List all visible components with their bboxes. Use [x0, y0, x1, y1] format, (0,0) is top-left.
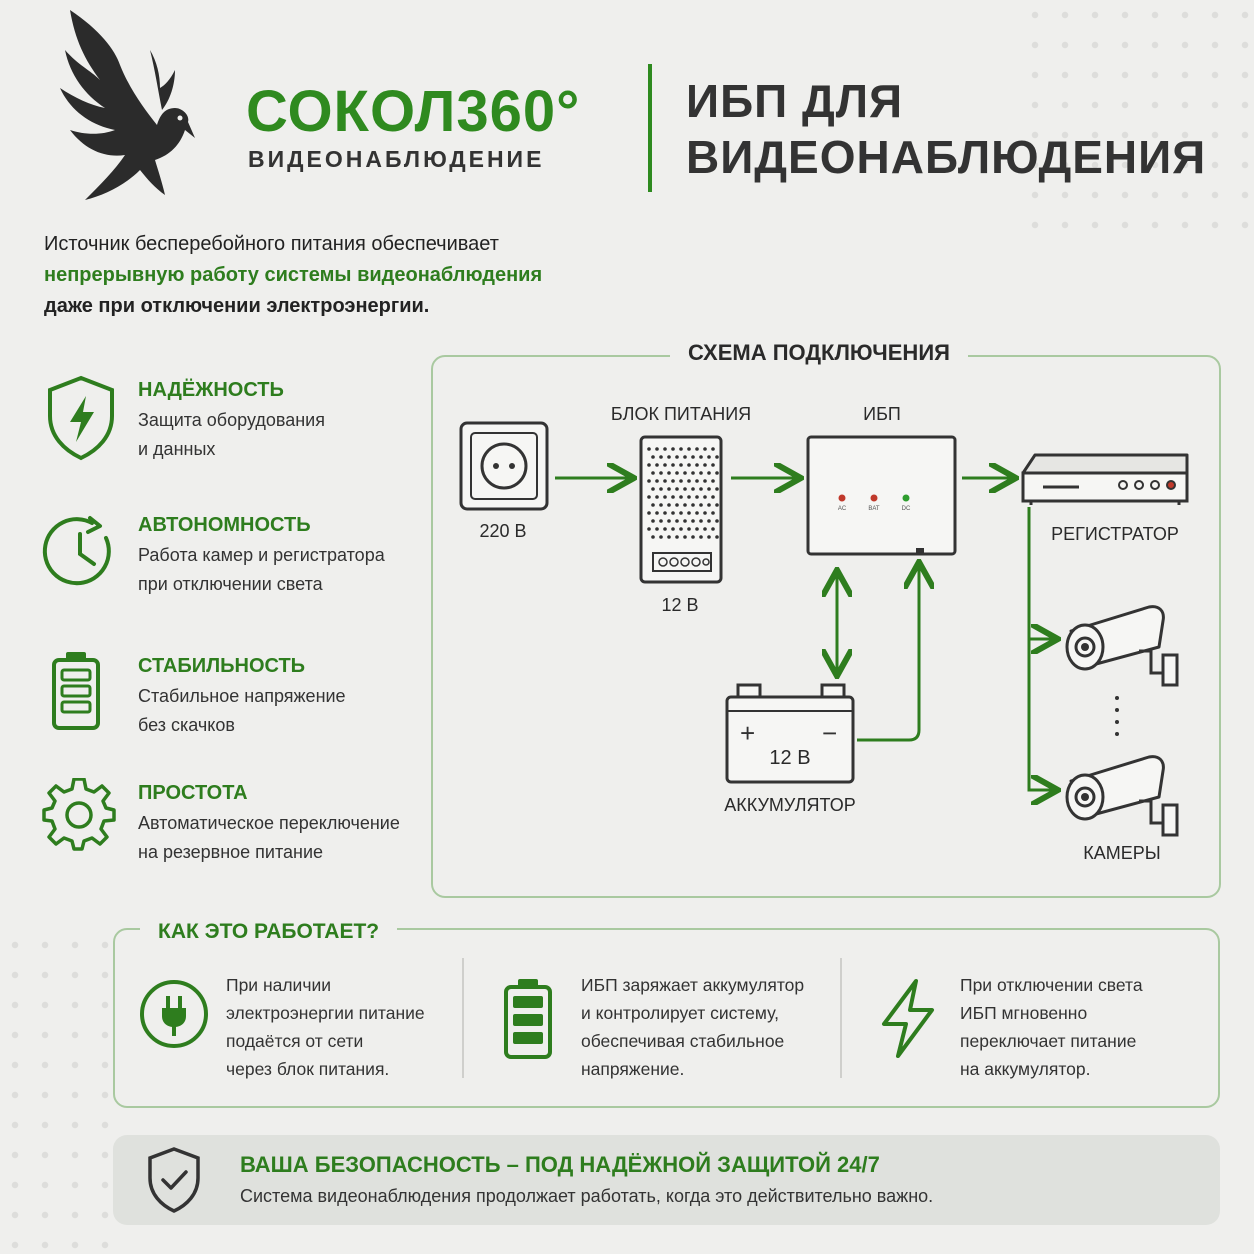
connection-arrows — [555, 478, 1055, 790]
feature-text: на резервное питание — [138, 842, 324, 862]
feature-title: НАДЁЖНОСТЬ — [138, 379, 284, 401]
step-divider — [462, 958, 464, 1078]
step-text: обеспечивая стабильное — [581, 1031, 785, 1051]
recorder-label: РЕГИСТРАТОР — [1051, 524, 1179, 544]
page-title-line-1: ИБП ДЛЯ — [686, 75, 904, 127]
led-label: AC — [838, 506, 847, 512]
how-it-works-title: КАК ЭТО РАБОТАЕТ? — [140, 920, 398, 944]
ups-title: ИБП — [863, 404, 901, 424]
feature-text: Защита оборудования — [138, 410, 325, 430]
step-text: переключает питание — [960, 1031, 1137, 1051]
step-text: ИБП мгновенно — [960, 1003, 1088, 1023]
psu-title: БЛОК ПИТАНИЯ — [610, 404, 752, 424]
socket-icon — [459, 421, 549, 511]
feature-title: СТАБИЛЬНОСТЬ — [138, 655, 306, 677]
step-text: и контролирует систему, — [581, 1003, 780, 1023]
eagle-icon — [60, 10, 195, 200]
clock-icon — [42, 516, 111, 586]
feature-text: Стабильное напряжение — [138, 686, 346, 706]
battery-12v-icon — [725, 683, 855, 784]
recorder-icon — [1021, 453, 1189, 505]
brand-subtitle: ВИДЕОНАБЛЮДЕНИЕ — [248, 146, 545, 172]
led-label: BAT — [868, 506, 880, 512]
feature-text: Автоматическое переключение — [138, 813, 400, 833]
ellipsis-dots — [1115, 696, 1119, 736]
battery-charge-icon — [504, 979, 552, 1059]
intro-line-2: непрерывную работу системы видеонаблюден… — [44, 264, 543, 286]
decor-dots-bottom-left — [0, 930, 110, 1254]
step-text: через блок питания. — [226, 1059, 390, 1079]
step-divider — [840, 958, 842, 1078]
psu-voltage-label: 12 В — [661, 595, 699, 615]
how-it-works-panel — [113, 928, 1220, 1108]
power-supply-icon — [639, 435, 723, 584]
feature-text: Работа камер и регистратора — [138, 545, 385, 565]
plug-icon — [140, 980, 208, 1048]
step-text: электроэнергии питание — [226, 1003, 425, 1023]
step-text: подаётся от сети — [226, 1031, 364, 1051]
cameras-label: КАМЕРЫ — [1083, 843, 1161, 863]
battery-voltage: 12 В — [769, 747, 811, 769]
battery-minus: − — [822, 718, 838, 748]
page-title-line-2: ВИДЕОНАБЛЮДЕНИЯ — [686, 131, 1207, 183]
intro-line-1: Источник бесперебойного питания обеспечи… — [44, 233, 499, 255]
shield-check-icon — [148, 1147, 200, 1213]
step-text: ИБП заряжает аккумулятор — [581, 975, 805, 995]
banner-title: ВАША БЕЗОПАСНОСТЬ – ПОД НАДЁЖНОЙ ЗАЩИТОЙ… — [240, 1152, 880, 1177]
scheme-diagram: AC BAT DC — [459, 421, 1189, 837]
brand-name: СОКОЛ360° — [246, 79, 581, 144]
feature-text: при отключении света — [138, 574, 323, 594]
battery-icon — [52, 652, 100, 730]
ups-icon: AC BAT DC — [806, 435, 957, 556]
socket-label: 220 В — [479, 521, 527, 541]
camera-icon — [1065, 605, 1179, 687]
header-divider — [648, 64, 652, 192]
security-banner — [113, 1135, 1220, 1225]
feature-title: ПРОСТОТА — [138, 782, 248, 804]
feature-title: АВТОНОМНОСТЬ — [138, 514, 311, 536]
step-text: При отключении света — [960, 975, 1143, 995]
step-text: напряжение. — [581, 1059, 685, 1079]
feature-text: без скачков — [138, 715, 235, 735]
battery-plus: + — [740, 718, 756, 748]
led-label: DC — [902, 506, 911, 512]
shield-bolt-icon — [48, 375, 114, 461]
intro-line-3: даже при отключении электроэнергии. — [44, 295, 430, 317]
feature-text: и данных — [138, 439, 216, 459]
gear-icon — [42, 778, 116, 851]
decor-dots-top-right — [1020, 0, 1254, 230]
step-text: на аккумулятор. — [960, 1059, 1091, 1079]
battery-label: АККУМУЛЯТОР — [724, 795, 856, 815]
camera-icon — [1065, 755, 1179, 837]
step-text: При наличии — [226, 975, 331, 995]
lightning-icon — [882, 979, 934, 1058]
banner-subtitle: Система видеонаблюдения продолжает работ… — [240, 1186, 934, 1206]
scheme-title: СХЕМА ПОДКЛЮЧЕНИЯ — [670, 340, 968, 366]
